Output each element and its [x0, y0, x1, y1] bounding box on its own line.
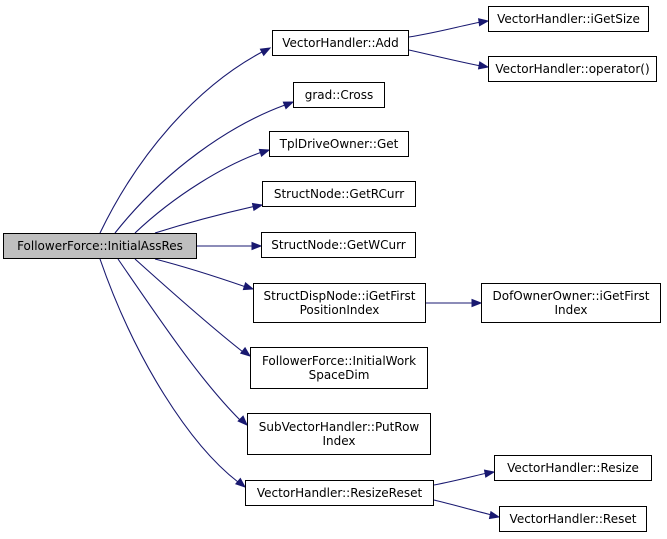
- edge-reset-resize-arrowhead: [483, 469, 496, 478]
- edge-root-cross-arrowhead: [282, 101, 295, 110]
- edge-root-putrow-arrowhead: [237, 415, 248, 426]
- node-vectorhandler-igetsize[interactable]: VectorHandler::iGetSize: [488, 6, 649, 32]
- edge-root-resizereset-line: [99, 258, 239, 483]
- node-label: VectorHandler::Add: [282, 36, 399, 50]
- node-label: grad::Cross: [304, 88, 374, 102]
- node-vectorhandler-operator[interactable]: VectorHandler::operator(): [488, 56, 657, 82]
- node-label-line-2: PositionIndex: [299, 303, 380, 317]
- edge-root-add-line: [99, 51, 263, 234]
- node-label-line-2: Index: [322, 434, 356, 448]
- edge-root-getrcurr-line: [154, 205, 257, 234]
- node-structnode-getrcurr[interactable]: StructNode::GetRCurr: [262, 181, 416, 207]
- edge-add-igetsize-arrowhead: [478, 18, 490, 27]
- edge-root-add: [99, 47, 272, 234]
- edge-root-initialwork-line: [134, 258, 244, 353]
- node-vectorhandler-add[interactable]: VectorHandler::Add: [272, 30, 409, 56]
- node-label-line-1: FollowerForce::InitialWork: [261, 354, 417, 368]
- edge-root-getrcurr: [154, 202, 264, 234]
- edge-root-cross-line: [114, 104, 286, 234]
- edge-root-get-arrowhead: [258, 148, 271, 157]
- edge-root-get: [134, 148, 271, 234]
- edge-add-operator-arrowhead: [477, 61, 490, 70]
- node-structdispnode-igetfirst[interactable]: StructDispNode::iGetFirst PositionIndex: [253, 283, 426, 323]
- edge-reset-reset-arrowhead: [488, 510, 501, 520]
- edge-root-get-line: [134, 151, 263, 234]
- edge-add-igetsize: [408, 18, 490, 38]
- node-vectorhandler-reset[interactable]: VectorHandler::Reset: [499, 506, 647, 532]
- edge-root-igetfirst: [154, 258, 255, 291]
- edge-reset-reset: [433, 499, 501, 520]
- node-label: VectorHandler::operator(): [495, 62, 650, 76]
- node-label: StructNode::GetWCurr: [271, 238, 406, 252]
- node-label: TplDriveOwner::Get: [279, 137, 399, 151]
- edge-root-getwcurr: [197, 241, 263, 251]
- node-label-line-2: Index: [554, 303, 588, 317]
- edge-add-operator: [408, 49, 490, 70]
- edge-root-putrow-line: [117, 258, 241, 421]
- edge-igetfirst-dofowner-arrowhead: [471, 298, 483, 308]
- edge-root-getwcurr-arrowhead: [251, 241, 263, 251]
- node-label-line-1: StructDispNode::iGetFirst: [263, 289, 416, 303]
- edge-root-igetfirst-arrowhead: [242, 282, 255, 291]
- node-vectorhandler-resize[interactable]: VectorHandler::Resize: [494, 455, 652, 481]
- edge-add-igetsize-line: [408, 21, 482, 38]
- node-label: VectorHandler::Reset: [509, 512, 637, 526]
- node-label-line-1: SubVectorHandler::PutRow: [258, 420, 420, 434]
- node-label: StructNode::GetRCurr: [273, 187, 405, 201]
- node-label-line-2: SpaceDim: [308, 368, 370, 382]
- node-vectorhandler-resizereset[interactable]: VectorHandler::ResizeReset: [245, 480, 434, 506]
- node-label-line-1: DofOwnerOwner::iGetFirst: [492, 289, 650, 303]
- edge-reset-resize-line: [433, 472, 488, 486]
- edge-root-initialwork: [134, 258, 252, 357]
- edge-root-add-arrowhead: [259, 47, 272, 57]
- node-followerforce-initialwork[interactable]: FollowerForce::InitialWork SpaceDim: [250, 347, 428, 389]
- edge-reset-reset-line: [433, 499, 493, 516]
- node-structnode-getwcurr[interactable]: StructNode::GetWCurr: [261, 232, 416, 258]
- edge-reset-resize: [433, 469, 496, 486]
- edge-root-resizereset: [99, 258, 247, 488]
- node-label: VectorHandler::Resize: [507, 461, 639, 475]
- edge-root-initialwork-arrowhead: [239, 346, 252, 357]
- node-subvectorhandler-putrow[interactable]: SubVectorHandler::PutRow Index: [247, 413, 431, 455]
- node-label: VectorHandler::iGetSize: [497, 12, 640, 26]
- node-tpldriveowner-get[interactable]: TplDriveOwner::Get: [269, 131, 409, 157]
- node-dofownerowner-igetfirst[interactable]: DofOwnerOwner::iGetFirst Index: [481, 283, 661, 323]
- edge-root-putrow: [117, 258, 248, 426]
- node-label: VectorHandler::ResizeReset: [256, 486, 423, 500]
- node-followerforce-initialassres[interactable]: FollowerForce::InitialAssRes: [3, 233, 197, 259]
- edge-root-resizereset-arrowhead: [235, 477, 247, 488]
- edge-root-cross: [114, 101, 295, 234]
- node-grad-cross[interactable]: grad::Cross: [293, 82, 385, 108]
- edge-root-igetfirst-line: [154, 258, 247, 288]
- edge-root-getrcurr-arrowhead: [251, 202, 264, 212]
- node-label: FollowerForce::InitialAssRes: [17, 239, 183, 253]
- edge-igetfirst-dofowner: [426, 298, 483, 308]
- edge-add-operator-line: [408, 49, 482, 67]
